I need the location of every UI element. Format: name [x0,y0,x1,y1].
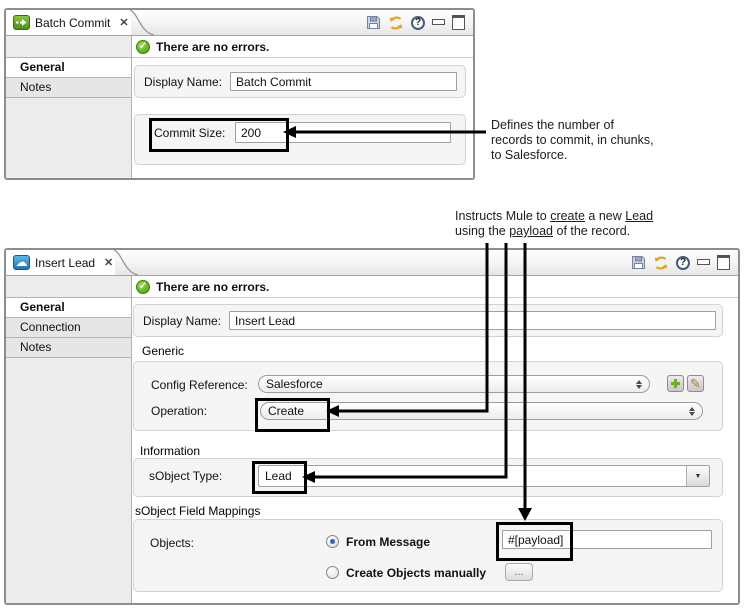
sidebar-item-connection[interactable]: Connection [6,318,131,338]
insert-lead-annotation: Instructs Mule to create a new Lead usin… [455,209,653,239]
close-tab-icon[interactable]: ✕ [104,257,114,269]
config-reference-combo[interactable]: Salesforce [258,375,650,393]
maximize-icon[interactable] [717,255,730,270]
sobject-type-combo[interactable]: Lead ▼ [258,465,710,487]
mappings-section-label: sObject Field Mappings [135,504,261,518]
insert-content: Display Name: Generic Config Reference: … [132,298,738,603]
status-text: There are no errors. [156,279,270,294]
from-message-label: From Message [346,535,431,549]
insert-main: ✓ There are no errors. Display Name: Gen… [132,276,738,603]
stepper-icon [689,406,695,416]
stepper-icon [636,379,642,389]
information-section-label: Information [140,444,201,458]
tab-insert-lead[interactable]: ☁ Insert Lead ✕ [6,250,116,275]
add-config-button[interactable] [667,375,684,392]
batch-main: ✓ There are no errors. Display Name: Com… [132,36,473,178]
sidebar-item-notes[interactable]: Notes [6,78,131,98]
sidebar-item-notes[interactable]: Notes [6,338,131,358]
batch-commit-properties-panel: Batch Commit ✕ ? General [4,8,475,180]
refresh-icon[interactable] [388,15,404,31]
create-objects-manually-label: Create Objects manually [346,566,487,580]
highlight-box-operation-create [255,398,330,432]
sidebar-item-general[interactable]: General [6,58,131,78]
sobject-type-value: Lead [265,469,292,483]
config-reference-label: Config Reference: [151,378,248,392]
insert-toolbar: ? [631,255,738,271]
commit-size-label: Commit Size: [154,126,226,140]
annotation-segment: using the [455,224,510,238]
save-icon[interactable] [631,255,646,270]
annotation-segment: of the record. [553,224,631,238]
create-objects-manually-radio[interactable] [326,566,339,579]
tab-title: Insert Lead [35,255,96,270]
status-row: ✓ There are no errors. [132,36,473,58]
tab-curve [113,249,139,276]
highlight-box-commit-size [149,118,289,152]
generic-group [133,361,723,431]
payload-input[interactable] [502,530,712,549]
insert-sidebar: General Connection Notes [6,276,132,603]
batch-panel-header: Batch Commit ✕ ? [6,9,473,36]
tab-curve [129,9,154,36]
config-reference-value: Salesforce [266,377,323,391]
annotation-segment: Lead [625,209,654,223]
annotation-segment: a new [584,209,626,223]
maximize-icon[interactable] [452,15,465,30]
display-name-input[interactable] [230,72,457,91]
help-icon[interactable]: ? [411,15,425,30]
annotation-line: to Salesforce. [491,148,568,162]
batch-sidebar: General Notes [6,36,132,178]
sobject-type-label: sObject Type: [149,469,223,483]
sidebar-spacer [6,36,131,58]
commit-size-group: Commit Size: [134,114,466,165]
commit-size-annotation: Defines the number of records to commit,… [491,118,654,163]
dropdown-arrow-icon[interactable]: ▼ [686,466,709,486]
display-name-label: Display Name: [143,313,222,328]
operation-value: Create [268,404,305,418]
display-name-label: Display Name: [144,74,223,89]
batch-toolbar: ? [366,15,473,31]
close-tab-icon[interactable]: ✕ [119,17,129,29]
annotation-line: Defines the number of [491,118,614,132]
no-errors-check-icon: ✓ [136,279,150,294]
display-name-group: Display Name: [133,304,723,337]
annotation-line: using the payload of the record. [455,224,653,239]
insert-panel-body: General Connection Notes ✓ There are no … [6,276,738,603]
insert-lead-properties-panel: ☁ Insert Lead ✕ ? Gen [4,248,740,605]
tab-title: Batch Commit [35,15,111,30]
refresh-icon[interactable] [653,255,669,271]
help-icon[interactable]: ? [676,255,690,270]
ellipsis-button[interactable]: ... [505,563,533,581]
batch-content: Display Name: Commit Size: [132,58,473,178]
sidebar-spacer [6,276,131,298]
minimize-icon[interactable] [697,258,710,265]
display-name-input[interactable] [229,311,716,330]
highlight-box-payload [496,522,573,561]
objects-label: Objects: [150,536,195,550]
minimize-icon[interactable] [432,18,445,25]
generic-section-label: Generic [142,344,185,358]
batch-commit-icon [13,15,30,30]
edit-config-button[interactable]: ✎ [687,375,704,392]
annotation-segment: create [550,209,585,223]
annotation-line: records to commit, in chunks, [491,133,654,147]
pencil-icon: ✎ [690,376,701,391]
from-message-radio[interactable] [326,535,339,548]
status-row: ✓ There are no errors. [132,276,738,298]
annotation-segment: payload [509,224,554,238]
status-text: There are no errors. [156,39,270,54]
salesforce-cloud-icon: ☁ [13,255,30,270]
annotation-segment: Instructs Mule to [455,209,551,223]
no-errors-check-icon: ✓ [136,39,150,54]
sidebar-item-general[interactable]: General [6,298,131,318]
save-icon[interactable] [366,15,381,30]
plus-icon [671,379,680,388]
annotation-line: Instructs Mule to create a new Lead [455,209,653,224]
insert-panel-header: ☁ Insert Lead ✕ ? [6,249,738,276]
tab-batch-commit[interactable]: Batch Commit ✕ [6,10,131,35]
highlight-box-sobject-lead [252,461,307,494]
display-name-group: Display Name: [134,65,466,98]
batch-panel-body: General Notes ✓ There are no errors. Dis… [6,36,473,178]
operation-label: Operation: [151,404,208,418]
